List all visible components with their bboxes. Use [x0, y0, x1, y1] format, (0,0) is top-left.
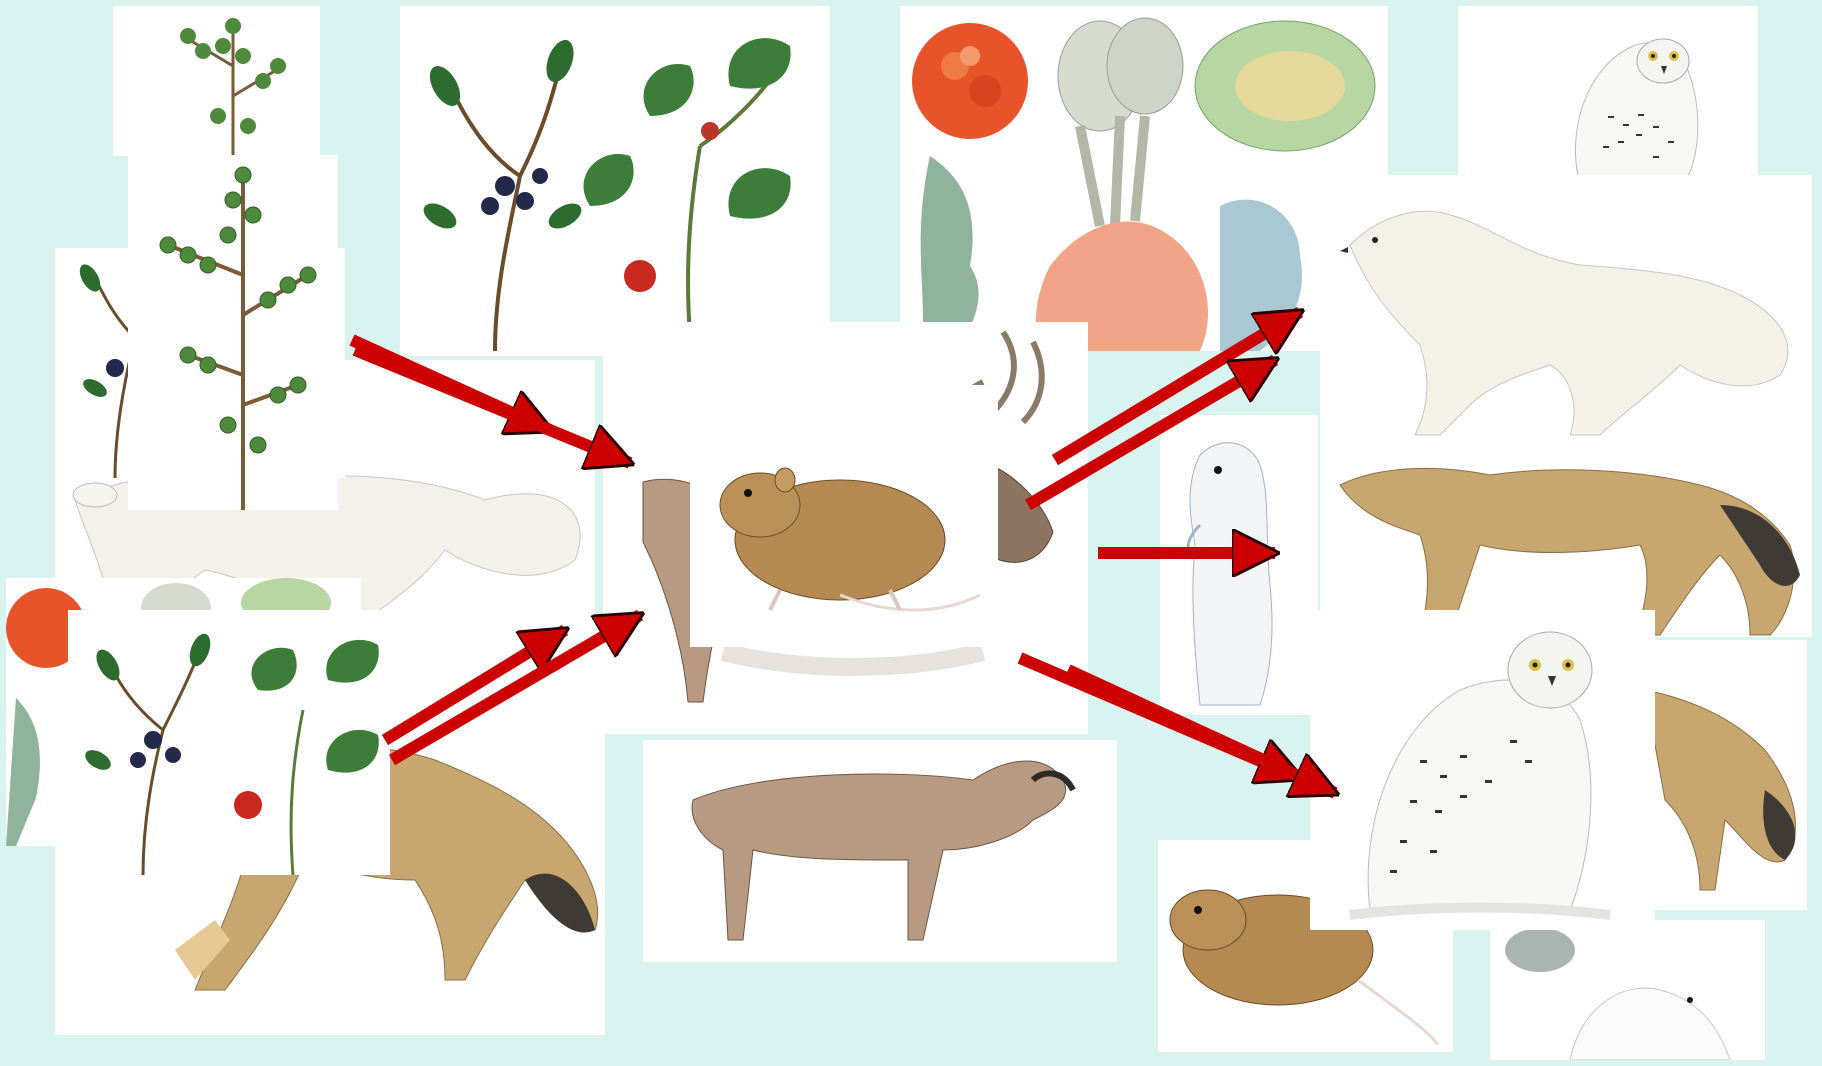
wolf-card-right — [1320, 445, 1812, 637]
stoat-icon — [1160, 415, 1318, 715]
snowy-owl-card — [1310, 610, 1655, 930]
ermine-card — [1490, 920, 1765, 1060]
dwarf-birch-sprig-icon — [128, 155, 338, 510]
lemming-icon — [690, 385, 998, 647]
snowy-owl-card-top — [1458, 6, 1758, 176]
arctic-fox-card — [1320, 175, 1812, 445]
berries-card-top — [400, 6, 830, 356]
white-fox-icon — [1320, 175, 1812, 445]
berry-sprigs-icon — [400, 6, 830, 356]
ermine-card-standing — [1160, 415, 1318, 715]
dwarf-birch-card — [128, 155, 338, 510]
dwarf-birch-card-back — [113, 6, 320, 156]
lemming-card — [690, 385, 998, 647]
reindeer-card-bottom — [643, 740, 1117, 962]
stoat-icon — [1490, 920, 1765, 1060]
wolf-icon — [1320, 445, 1812, 637]
owl-icon — [1310, 610, 1655, 930]
owl-icon — [1458, 6, 1758, 176]
dwarf-birch-sprig-icon — [113, 6, 320, 156]
lichens-card-top — [900, 6, 1388, 351]
berry-sprigs-icon — [68, 610, 390, 875]
lichen-cluster-icon — [900, 6, 1388, 351]
berries-card-left — [68, 610, 390, 875]
reindeer-icon — [643, 740, 1117, 962]
